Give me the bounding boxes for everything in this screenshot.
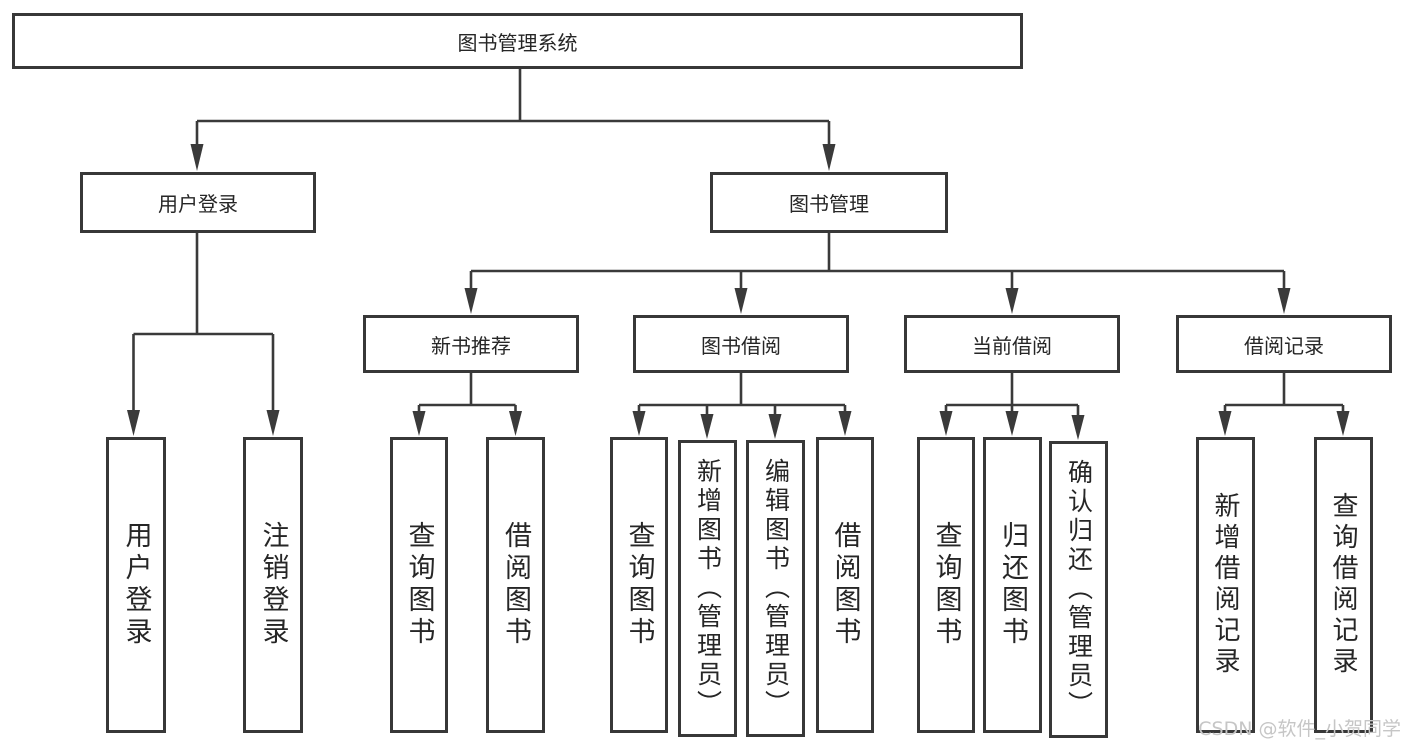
node-label: 当前借阅	[972, 333, 1052, 358]
node-borrow-records: 借阅记录	[1176, 315, 1392, 373]
leaf-logout: 注销登录	[243, 437, 303, 733]
leaf-label: 查询图书	[930, 521, 962, 649]
leaf-add-borrow-record: 新增借阅记录	[1196, 437, 1255, 733]
node-new-book-recommend: 新书推荐	[363, 315, 579, 373]
node-label: 图书管理	[789, 192, 869, 216]
leaf-label: 新增借阅记录	[1210, 492, 1240, 678]
leaf-query-borrow-record: 查询借阅记录	[1314, 437, 1373, 733]
leaf-label: 确认归还（管理员）	[1064, 459, 1094, 720]
leaf-label: 借阅图书	[500, 521, 531, 649]
leaf-label: 查询借阅记录	[1328, 492, 1358, 678]
leaf-borrow-books: 借阅图书	[816, 437, 874, 733]
node-label: 借阅记录	[1244, 333, 1324, 358]
arrowheads	[127, 144, 1350, 440]
csdn-watermark: CSDN @软件_小贺同学	[1198, 718, 1401, 740]
node-book-management: 图书管理	[710, 172, 948, 233]
leaf-label: 归还图书	[997, 521, 1028, 649]
node-label: 用户登录	[158, 192, 238, 216]
node-user-login: 用户登录	[80, 172, 316, 233]
leaf-borrow-books-recommend: 借阅图书	[486, 437, 545, 733]
node-label: 图书借阅	[701, 333, 781, 358]
leaf-query-books-current: 查询图书	[917, 437, 975, 733]
leaf-edit-books-admin: 编辑图书（管理员）	[746, 440, 805, 737]
leaf-label: 编辑图书（管理员）	[761, 458, 791, 719]
leaf-query-books-recommend: 查询图书	[390, 437, 448, 733]
node-book-borrow: 图书借阅	[633, 315, 849, 373]
node-label: 新书推荐	[431, 333, 511, 358]
leaf-user-login: 用户登录	[106, 437, 166, 733]
leaf-label: 查询图书	[403, 521, 435, 649]
leaf-return-books: 归还图书	[983, 437, 1042, 733]
node-current-borrow: 当前借阅	[904, 315, 1120, 373]
leaf-label: 用户登录	[120, 521, 152, 649]
leaf-query-books-borrow: 查询图书	[610, 437, 668, 733]
leaf-confirm-return-admin: 确认归还（管理员）	[1049, 441, 1108, 738]
leaf-label: 查询图书	[623, 521, 655, 649]
leaf-label: 借阅图书	[829, 521, 861, 649]
leaf-add-books-admin: 新增图书（管理员）	[678, 440, 737, 737]
leaf-label: 新增图书（管理员）	[693, 458, 723, 719]
node-label: 图书管理系统	[457, 30, 578, 55]
node-library-management-system: 图书管理系统	[12, 13, 1023, 69]
leaf-label: 注销登录	[257, 521, 289, 649]
